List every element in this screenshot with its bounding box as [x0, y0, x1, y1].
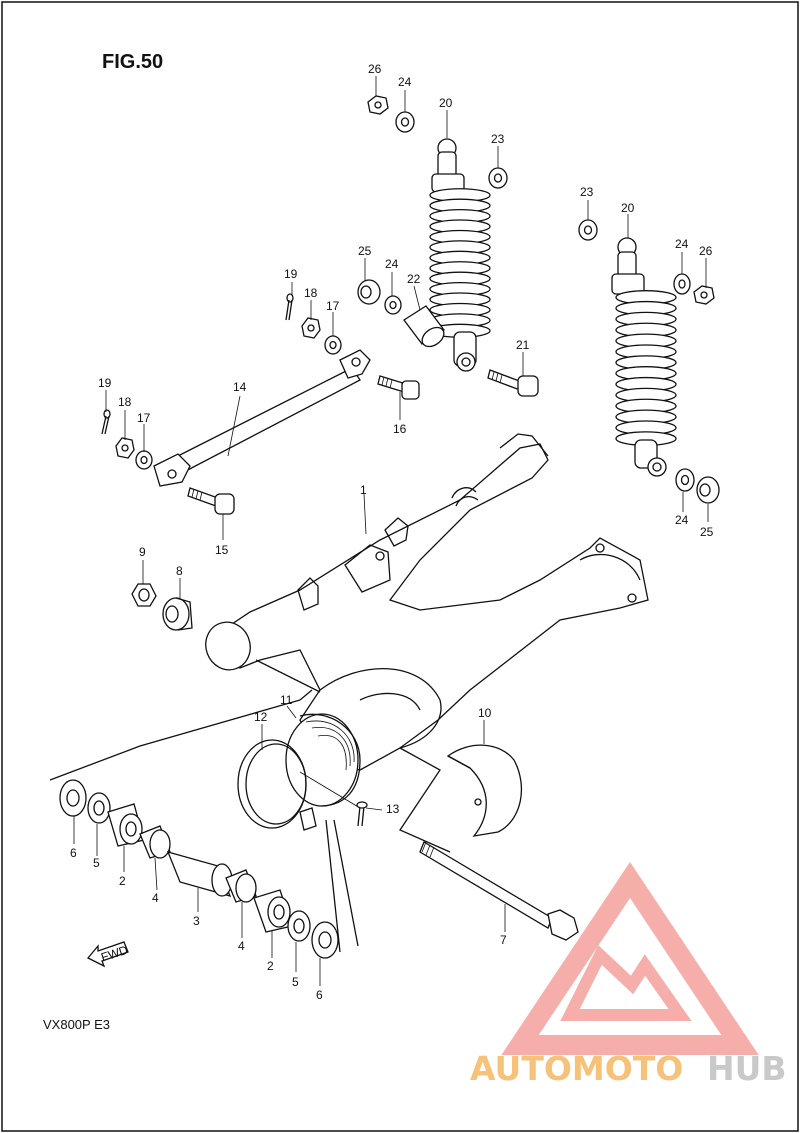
torque-rod-14: [153, 349, 371, 487]
label-18-lower: 18: [118, 395, 132, 409]
label-6-left: 6: [70, 846, 77, 860]
bushing-8: [162, 597, 193, 631]
label-23-right: 23: [580, 185, 594, 199]
label-23-left: 23: [491, 132, 505, 146]
label-26-left: 26: [368, 62, 382, 76]
shock-absorber-right: [611, 237, 677, 477]
label-21: 21: [516, 338, 530, 352]
washer-5-right: [287, 910, 311, 942]
washer-23-right: [578, 219, 598, 241]
label-15: 15: [215, 543, 229, 557]
label-19-upper: 19: [284, 267, 298, 281]
sleeve-3: [166, 851, 233, 897]
cotter-pin-19-upper: [285, 293, 294, 321]
label-24-right-bottom: 24: [675, 513, 689, 527]
label-11: 11: [280, 693, 293, 707]
svg-text:FWD: FWD: [99, 943, 130, 965]
pivot-shaft-7: [419, 841, 579, 941]
spacer-4-left: [139, 825, 171, 859]
bearing-2-left: [107, 803, 145, 847]
castle-nut-18-lower: [115, 437, 135, 459]
washer-17-upper: [324, 335, 342, 355]
bolt-15: [187, 487, 235, 515]
figure-title: FIG.50: [102, 51, 163, 73]
label-13: 13: [386, 802, 400, 816]
bolt-21: [487, 369, 539, 397]
label-10: 10: [478, 706, 492, 720]
washer-23-left: [488, 167, 508, 189]
label-26-right: 26: [699, 244, 713, 258]
washer-5-left: [87, 792, 111, 824]
washer-24-mid: [384, 295, 402, 315]
label-9: 9: [139, 545, 146, 559]
label-19-lower: 19: [98, 376, 112, 390]
label-5-right: 5: [292, 975, 299, 989]
washer-24-left-top: [395, 111, 415, 133]
label-6-right: 6: [316, 988, 323, 1002]
label-2-left: 2: [119, 874, 126, 888]
part-labels: 26 24 20 23 23 20 24 26 25 24 22 19 18 1…: [70, 62, 714, 1002]
label-4-right: 4: [238, 939, 245, 953]
label-12: 12: [254, 710, 268, 724]
bolt-16: [377, 375, 420, 400]
label-18-upper: 18: [304, 286, 318, 300]
watermark-logo: [501, 861, 759, 1055]
label-2-right: 2: [267, 959, 274, 973]
screw-13: [356, 801, 368, 827]
seal-6-right: [311, 921, 339, 959]
watermark-text-hub: HUB: [707, 1049, 787, 1088]
label-24-mid: 24: [385, 257, 399, 271]
label-20-right: 20: [621, 201, 635, 215]
label-1: 1: [360, 483, 367, 497]
nut-26-right: [693, 285, 715, 305]
bearing-2-right: [253, 889, 293, 933]
label-17-lower: 17: [137, 411, 151, 425]
reference-lines: [49, 659, 451, 953]
model-code: VX800P E3: [43, 1017, 110, 1032]
label-3: 3: [193, 914, 200, 928]
label-5-left: 5: [93, 856, 100, 870]
spacer-22: [403, 305, 445, 348]
label-4-left: 4: [152, 891, 159, 905]
label-25-upper: 25: [358, 244, 372, 258]
label-14: 14: [233, 380, 247, 394]
label-7: 7: [500, 933, 507, 947]
clamp-12: [237, 739, 317, 831]
castle-nut-18-upper: [301, 317, 321, 339]
shock-absorber-left: [429, 138, 491, 372]
washer-24-right-top: [673, 273, 691, 295]
boot-11: [285, 713, 361, 807]
watermark-text-automoto: AUTOMOTO: [470, 1049, 683, 1088]
cap-nut-25-upper: [357, 279, 381, 305]
label-8: 8: [176, 564, 183, 578]
washer-17-lower: [135, 450, 153, 470]
cap-nut-25-lower: [696, 476, 720, 504]
washer-24-right-bottom: [675, 468, 695, 492]
leader-lines: [73, 76, 709, 986]
cotter-pin-19-lower: [101, 409, 111, 435]
nut-26-left: [367, 95, 389, 115]
cover-10: [446, 744, 522, 837]
label-24-left: 24: [398, 75, 412, 89]
seal-6-left: [59, 779, 87, 817]
label-16: 16: [393, 422, 407, 436]
label-17-upper: 17: [326, 299, 340, 313]
label-25-lower: 25: [700, 525, 714, 539]
nut-9: [131, 583, 157, 607]
label-22: 22: [407, 272, 421, 286]
label-20-left: 20: [439, 96, 453, 110]
fwd-arrow-icon: FWD: [86, 941, 130, 968]
spacer-4-right: [225, 869, 257, 903]
label-24-right-top: 24: [675, 237, 689, 251]
